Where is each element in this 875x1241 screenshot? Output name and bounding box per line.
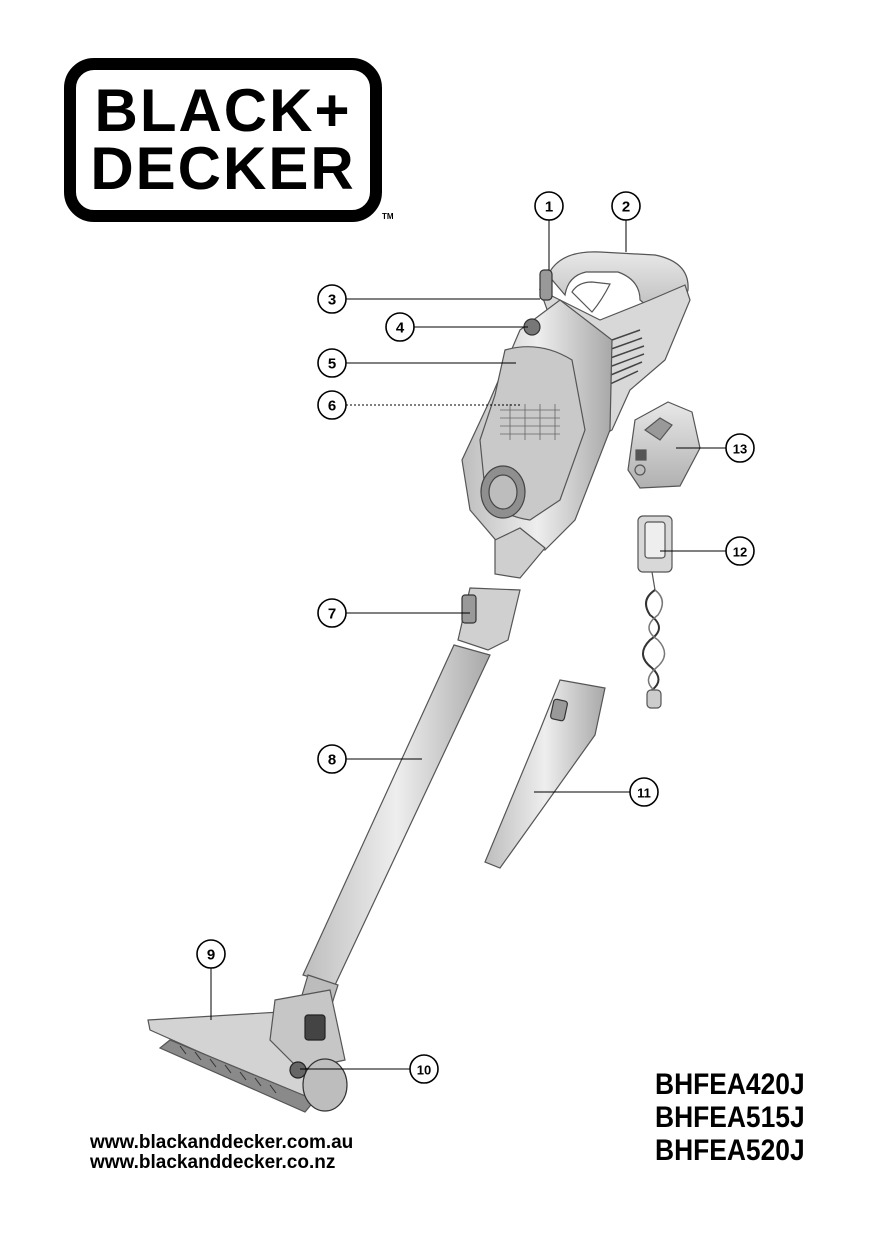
callout-10-circle xyxy=(409,1054,439,1084)
callout-4-circle xyxy=(385,312,415,342)
callout-7: 7 xyxy=(328,606,336,623)
callout-5-circle xyxy=(317,348,347,378)
callout-12: 12 xyxy=(733,545,747,560)
callout-3: 3 xyxy=(328,292,336,309)
callout-6: 6 xyxy=(328,398,336,415)
callout-13: 13 xyxy=(733,442,747,457)
brand-logo: BLACK+ DECKER xyxy=(64,58,382,222)
brand-logo-line2: DECKER xyxy=(90,135,356,202)
model-number: BHFEA420J xyxy=(654,1068,805,1101)
callout-7-circle xyxy=(317,598,347,628)
charger-adapter xyxy=(637,515,673,709)
callout-5: 5 xyxy=(328,356,336,373)
callout-9-circle xyxy=(196,939,226,969)
callout-2: 2 xyxy=(622,199,630,216)
callout-3-circle xyxy=(317,284,347,314)
callout-10: 10 xyxy=(417,1063,431,1078)
trademark-mark: TM xyxy=(382,212,394,221)
website-link[interactable]: www.blackanddecker.co.nz xyxy=(90,1152,336,1173)
model-list: BHFEA420J BHFEA515J BHFEA520J xyxy=(655,1068,825,1167)
callout-9: 9 xyxy=(207,947,215,964)
callout-4: 4 xyxy=(396,320,405,337)
brand-logo-line1: BLACK+ xyxy=(94,77,352,144)
model-number: BHFEA520J xyxy=(654,1134,805,1167)
floor-head xyxy=(147,989,348,1113)
callout-2-circle xyxy=(611,191,641,221)
crevice-tool xyxy=(484,679,606,869)
website-list: www.blackanddecker.com.au www.blackandde… xyxy=(90,1133,353,1173)
callout-8: 8 xyxy=(328,752,336,769)
callout-13-circle xyxy=(725,433,755,463)
model-number: BHFEA515J xyxy=(654,1101,805,1134)
callout-6-circle xyxy=(317,390,347,420)
website-link[interactable]: www.blackanddecker.com.au xyxy=(90,1132,354,1153)
callout-12-circle xyxy=(725,536,755,566)
vacuum-body xyxy=(461,251,691,579)
callout-11: 11 xyxy=(637,786,651,801)
callout-lines xyxy=(210,220,726,1070)
callout-11-circle xyxy=(629,777,659,807)
callout-1-circle xyxy=(534,191,564,221)
callout-markers xyxy=(196,191,755,1084)
charging-base xyxy=(627,401,701,489)
callout-1: 1 xyxy=(545,199,553,216)
extension-tube xyxy=(299,587,521,1011)
callout-8-circle xyxy=(317,744,347,774)
